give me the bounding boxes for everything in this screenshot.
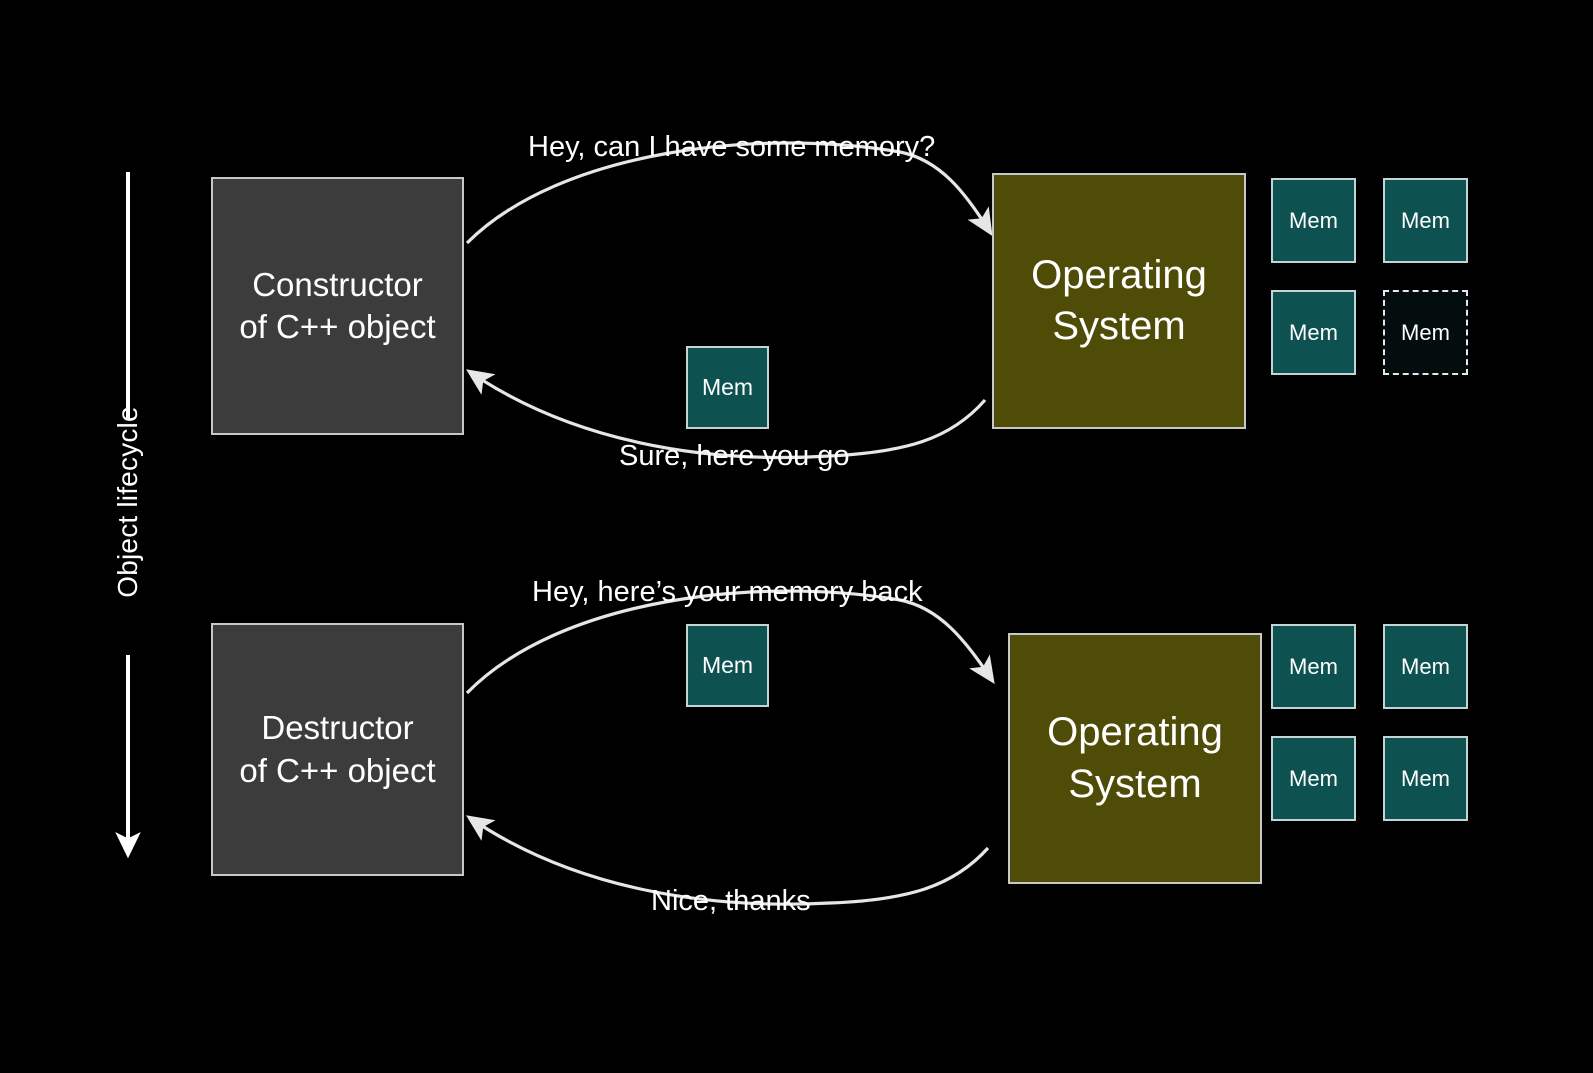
caption-request-destruction: Hey, here’s your memory back (532, 576, 923, 608)
caption-response-construction: Sure, here you go (619, 440, 850, 472)
memory-block-label: Mem (1289, 319, 1338, 345)
os-line-2: System (1052, 304, 1186, 348)
object-lifecycle-label: Object lifecycle (112, 406, 143, 598)
os-line-1: Operating (1031, 252, 1207, 297)
destructor-box[interactable]: Destructor of C++ object (211, 623, 464, 876)
memory-block-label: Mem (1401, 653, 1450, 679)
memory-pool-block-2-construction[interactable]: Mem (1271, 290, 1356, 375)
memory-pool-block-0-construction[interactable]: Mem (1271, 178, 1356, 263)
constructor-line-1: Constructor (252, 265, 423, 303)
constructor-box[interactable]: Constructor of C++ object (211, 177, 464, 435)
operating-system-text-destruction: Operating System (1047, 707, 1223, 809)
destructor-line-2: of C++ object (239, 751, 436, 789)
constructor-line-2: of C++ object (239, 308, 436, 345)
memory-block-label: Mem (701, 652, 754, 678)
memory-block-label: Mem (1401, 765, 1450, 791)
caption-request-construction: Hey, can I have some memory? (528, 131, 936, 163)
memory-block-label: Mem (1289, 653, 1338, 679)
constructor-box-text: Constructor of C++ object (239, 264, 435, 348)
destructor-box-text: Destructor of C++ object (239, 707, 435, 791)
memory-block-label: Mem (1289, 207, 1338, 233)
memory-block-in-transit-construction[interactable]: Mem (686, 346, 769, 429)
operating-system-box-construction[interactable]: Operating System (992, 173, 1246, 429)
memory-block-label: Mem (1401, 319, 1450, 345)
destructor-line-1: Destructor (261, 709, 414, 747)
operating-system-box-destruction[interactable]: Operating System (1008, 633, 1262, 884)
memory-block-label: Mem (1289, 765, 1338, 791)
memory-block-label: Mem (701, 374, 754, 400)
caption-response-destruction: Nice, thanks (651, 885, 811, 917)
memory-pool-block-3-construction-free[interactable]: Mem (1383, 290, 1468, 375)
memory-block-label: Mem (1401, 207, 1450, 233)
memory-pool-block-1-construction[interactable]: Mem (1383, 178, 1468, 263)
object-lifecycle-axis: Object lifecycle (108, 168, 148, 874)
os-line-2: System (1068, 761, 1202, 806)
operating-system-text-construction: Operating System (1031, 250, 1207, 352)
memory-pool-block-1-destruction[interactable]: Mem (1383, 624, 1468, 709)
memory-pool-block-0-destruction[interactable]: Mem (1271, 624, 1356, 709)
memory-block-in-transit-destruction[interactable]: Mem (686, 624, 769, 707)
os-line-1: Operating (1047, 710, 1223, 755)
memory-pool-block-3-destruction[interactable]: Mem (1383, 736, 1468, 821)
memory-pool-block-2-destruction[interactable]: Mem (1271, 736, 1356, 821)
